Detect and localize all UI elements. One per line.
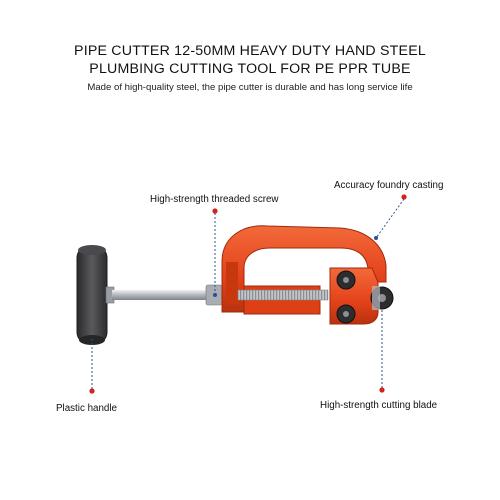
threaded-screw — [237, 289, 329, 301]
callout-plastic-handle: Plastic handle — [56, 403, 117, 414]
plastic-handle — [76, 245, 108, 345]
cutter-frame — [221, 225, 387, 325]
leader-cutting-blade — [379, 310, 385, 393]
leader-plastic-handle — [89, 338, 95, 394]
callout-foundry-casting: Accuracy foundry casting — [334, 180, 444, 191]
page-title: PIPE CUTTER 12-50MM HEAVY DUTY HAND STEE… — [0, 42, 500, 78]
leader-threaded-screw — [212, 208, 218, 297]
title-line-2: PLUMBING CUTTING TOOL FOR PE PPR TUBE — [89, 61, 411, 77]
cutting-blade — [336, 270, 394, 324]
title-line-1: PIPE CUTTER 12-50MM HEAVY DUTY HAND STEE… — [74, 43, 426, 59]
steel-rod — [112, 290, 220, 300]
leader-foundry-casting — [374, 194, 407, 240]
page-subtitle: Made of high-quality steel, the pipe cut… — [87, 82, 413, 93]
callout-threaded-screw: High-strength threaded screw — [150, 194, 279, 205]
callout-cutting-blade: High-strength cutting blade — [320, 400, 438, 411]
